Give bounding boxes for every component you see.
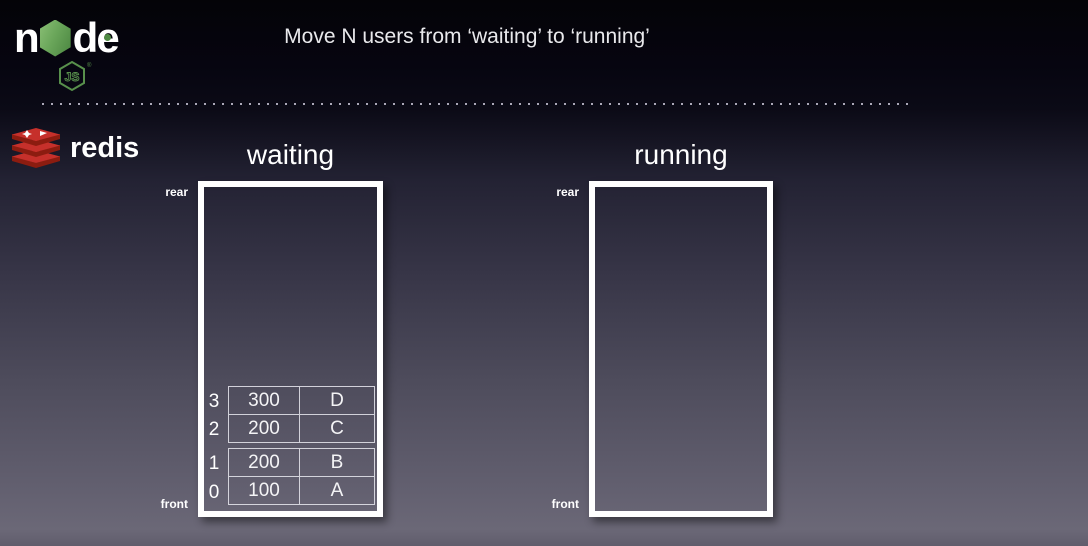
waiting-front-label: front <box>160 497 188 511</box>
nodejs-letter-e: e <box>96 17 119 59</box>
waiting-queue-box <box>198 181 383 517</box>
waiting-queue-title: waiting <box>246 139 335 170</box>
queue-row: 100 A <box>229 476 374 504</box>
running-queue-box <box>589 181 773 517</box>
row-score: 200 <box>229 415 300 442</box>
nodejs-letter-n: n <box>14 14 40 61</box>
nodejs-logo: n d e JS ® <box>14 14 134 100</box>
row-member: D <box>330 389 344 411</box>
waiting-entries-upper: 300 D 200 C <box>228 386 375 443</box>
slide-title: Move N users from ‘waiting’ to ‘running’ <box>284 25 650 48</box>
queue-row: 200 C <box>229 414 374 442</box>
nodejs-wordmark: n d e <box>14 14 134 62</box>
nodejs-js-badge-icon: JS ® <box>56 60 96 98</box>
waiting-index-2: 2 <box>208 419 220 440</box>
row-member: A <box>330 479 344 501</box>
row-score: 100 <box>229 477 300 504</box>
svg-text:JS: JS <box>65 70 80 84</box>
running-queue-title: running <box>634 139 728 170</box>
running-rear-label: rear <box>556 185 579 199</box>
redis-label: redis <box>70 131 140 164</box>
nodejs-letter-d: d <box>72 14 99 61</box>
running-front-label: front <box>551 497 579 511</box>
waiting-index-3: 3 <box>208 391 220 412</box>
row-member: B <box>330 451 344 473</box>
nodejs-e-dot-icon <box>103 34 111 41</box>
registered-mark: ® <box>87 62 92 69</box>
row-member: C <box>330 417 344 439</box>
row-score: 300 <box>229 387 300 414</box>
waiting-rear-label: rear <box>165 185 188 199</box>
waiting-index-0: 0 <box>208 482 220 503</box>
redis-logo: redis <box>10 126 139 170</box>
queue-row: 300 D <box>229 387 374 414</box>
redis-icon <box>12 128 60 168</box>
node-hexagon-icon <box>39 19 71 57</box>
waiting-entries-lower: 200 B 100 A <box>228 448 375 505</box>
queue-row: 200 B <box>229 449 374 476</box>
row-score: 200 <box>229 449 300 476</box>
waiting-index-1: 1 <box>208 453 220 474</box>
dotted-divider <box>42 103 915 105</box>
